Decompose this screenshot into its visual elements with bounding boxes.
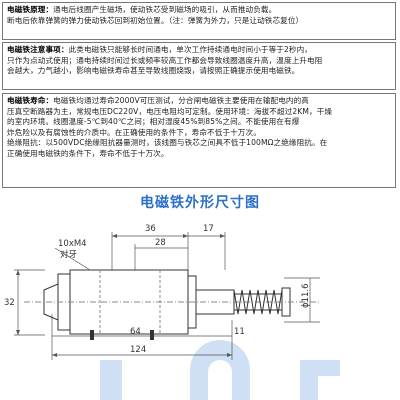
- diagram-title: 电磁铁外形尺寸图: [140, 195, 260, 211]
- precautions-heading: 电磁铁注意事项：: [7, 45, 69, 54]
- lifespan-line-1: 电磁铁寿命：电磁铁均通过寿命2000V可压测试，分合闸电磁铁主要使用在输配电内的…: [7, 96, 310, 105]
- lifespan-heading: 电磁铁寿命：: [7, 96, 54, 105]
- dim-11: 11: [234, 327, 245, 337]
- dimension-drawing: 10xM4 对牙 36 17 28 64 124 32 11 ϕ11.6: [4, 224, 340, 400]
- precautions-line-3: 会越大，力气越小，影响电磁铁寿命甚至导致线圈烧毁，请按照正确提示使用电磁铁。: [7, 66, 300, 76]
- dim-phi-11-6: ϕ11.6: [301, 283, 311, 308]
- lifespan-line-4: 炸危险以及有腐蚀性的介质中。在正确使用的条件下，寿命不低于十万次。: [7, 127, 261, 137]
- dim-124: 124: [130, 345, 146, 355]
- dim-64: 64: [130, 327, 141, 337]
- principle-line-2: 断电后依靠弹簧的弹力使动铁芯回到初始位置。（注：弹簧为外力，只是让动铁芯复位）: [7, 15, 304, 25]
- principle-heading: 电磁铁原理：: [7, 5, 54, 14]
- thread-label: 10xM4: [58, 239, 87, 249]
- dim-17: 17: [203, 224, 214, 234]
- dim-32: 32: [4, 298, 15, 308]
- thread-sublabel: 对牙: [60, 249, 77, 260]
- precautions-line-2: 只作为点动式使用；通电持续时间过长或频率较高工作都会导致线圈温度升高，温度上升电…: [7, 55, 323, 65]
- precautions-section: 电磁铁注意事项：此类电磁铁只能够长时间通电，单次工作持续通电时间小于等于2秒内，…: [2, 42, 396, 90]
- principle-line-1: 电磁铁原理：通电后线圈产生磁场，使动铁芯受到磁场的吸引，从而推动负载。: [7, 5, 277, 14]
- dim-36: 36: [145, 224, 156, 234]
- spring: [233, 289, 283, 315]
- lifespan-line-2: 压真空断路器为主，常规电压DC220V，电压电阻均可定制。使用环境：海拔不超过2…: [7, 106, 333, 116]
- lifespan-line-5: 绝缘阻抗：以500VDC绝缘阻抗器量测时，该线圈与铁芯之间具不低于100MΩ之绝…: [7, 138, 328, 148]
- lifespan-line-6: 正确使用电磁铁的条件下，寿命不低于十万次。: [7, 148, 169, 158]
- precautions-line-1: 电磁铁注意事项：此类电磁铁只能够长时间通电，单次工作持续通电时间小于等于2秒内，: [7, 45, 312, 54]
- dim-28: 28: [155, 238, 166, 248]
- principle-section: 电磁铁原理：通电后线圈产生磁场，使动铁芯受到磁场的吸引，从而推动负载。 断电后依…: [2, 2, 396, 40]
- lifespan-line-3: 的室内环境。线圈温度-5℃到40℃之间；相对湿度45%到85%之间。不能使用在有…: [7, 117, 300, 127]
- lifespan-section: 电磁铁寿命：电磁铁均通过寿命2000V可压测试，分合闸电磁铁主要使用在输配电内的…: [2, 93, 396, 188]
